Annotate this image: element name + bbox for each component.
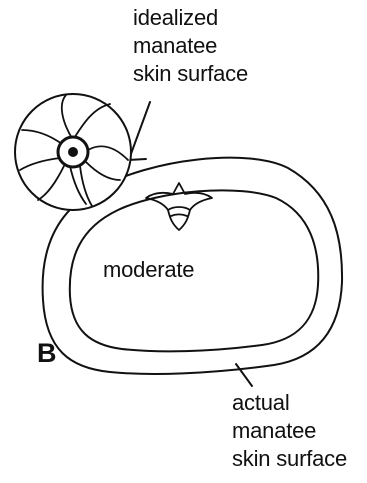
label-moderate: moderate [103,257,194,283]
label-line: manatee [232,417,347,445]
label-line: skin surface [232,445,347,473]
idealized-core-dot [69,148,77,156]
label-line: actual [232,389,347,417]
label-idealized-skin-surface: idealized manatee skin surface [133,4,248,88]
label-line: manatee [133,32,248,60]
label-actual-skin-surface: actual manatee skin surface [232,389,347,473]
panel-letter: B [37,338,56,368]
label-line: skin surface [133,60,248,88]
label-line: idealized [133,4,248,32]
